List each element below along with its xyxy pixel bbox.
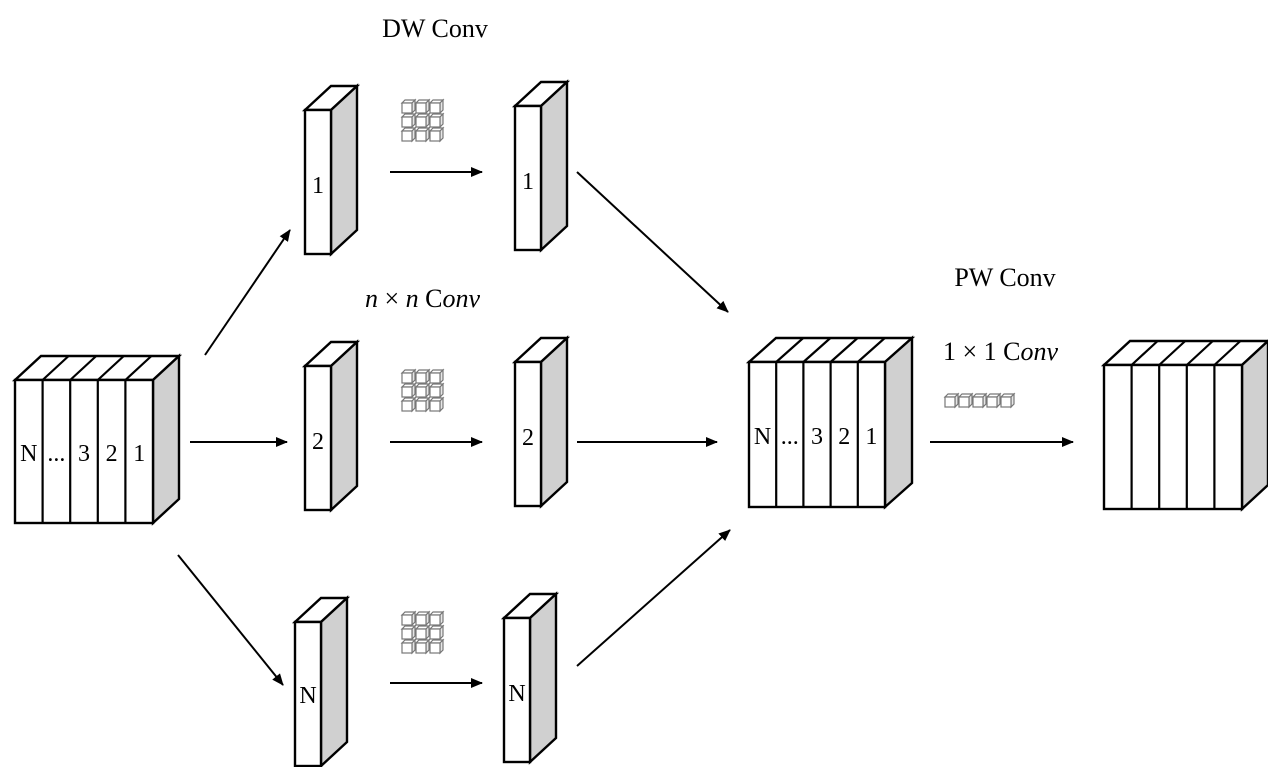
concat-channel-label: ... xyxy=(781,424,799,450)
arrow-branch-n-to-concat xyxy=(576,529,731,667)
concat-channel-label: N xyxy=(754,424,771,450)
branch-n-output-slice: N xyxy=(500,591,560,765)
concat-feature-block: N ... 3 2 1 xyxy=(745,335,916,510)
arrow-branch-1-to-concat xyxy=(576,171,729,313)
concat-channel-label: 3 xyxy=(811,424,823,450)
pw-kernel-icon xyxy=(944,393,1015,408)
one-conv-label: 1 × 1 Conv xyxy=(943,337,1059,366)
input-channel-label: N xyxy=(20,441,37,467)
output-feature-block xyxy=(1100,339,1268,512)
dw-kernel-icon xyxy=(401,99,444,142)
branch-channel-label: N xyxy=(299,683,316,709)
branch-n-input-slice: N xyxy=(291,595,351,767)
branch-1-output-slice: 1 xyxy=(511,79,571,253)
arrow-input-to-branch-1 xyxy=(204,229,291,356)
input-feature-block: N ... 3 2 1 xyxy=(11,353,183,526)
n-conv-label: n × n Conv xyxy=(365,284,481,313)
branch-channel-label: 1 xyxy=(522,169,534,195)
branch-channel-label: 2 xyxy=(312,429,324,455)
arrows xyxy=(177,167,1074,688)
branch-channel-label: 1 xyxy=(312,173,324,199)
dw-conv-title: DW Conv xyxy=(382,14,488,43)
dw-kernel-icon xyxy=(401,611,444,654)
arrow-input-to-branch-n xyxy=(177,554,284,686)
branch-1-input-slice: 1 xyxy=(301,83,361,257)
input-channel-label: 1 xyxy=(133,441,145,467)
input-channel-label: 3 xyxy=(78,441,90,467)
branch-channel-label: N xyxy=(508,681,525,707)
dw-kernel-icon xyxy=(401,369,444,412)
concat-channel-label: 2 xyxy=(838,424,850,450)
branch-2-input-slice: 2 xyxy=(301,339,361,513)
branch-channel-label: 2 xyxy=(522,425,534,451)
concat-channel-label: 1 xyxy=(865,424,877,450)
pw-conv-title: PW Conv xyxy=(954,263,1055,292)
input-channel-label: 2 xyxy=(106,441,118,467)
branch-2-output-slice: 2 xyxy=(511,335,571,509)
input-channel-label: ... xyxy=(47,441,65,467)
